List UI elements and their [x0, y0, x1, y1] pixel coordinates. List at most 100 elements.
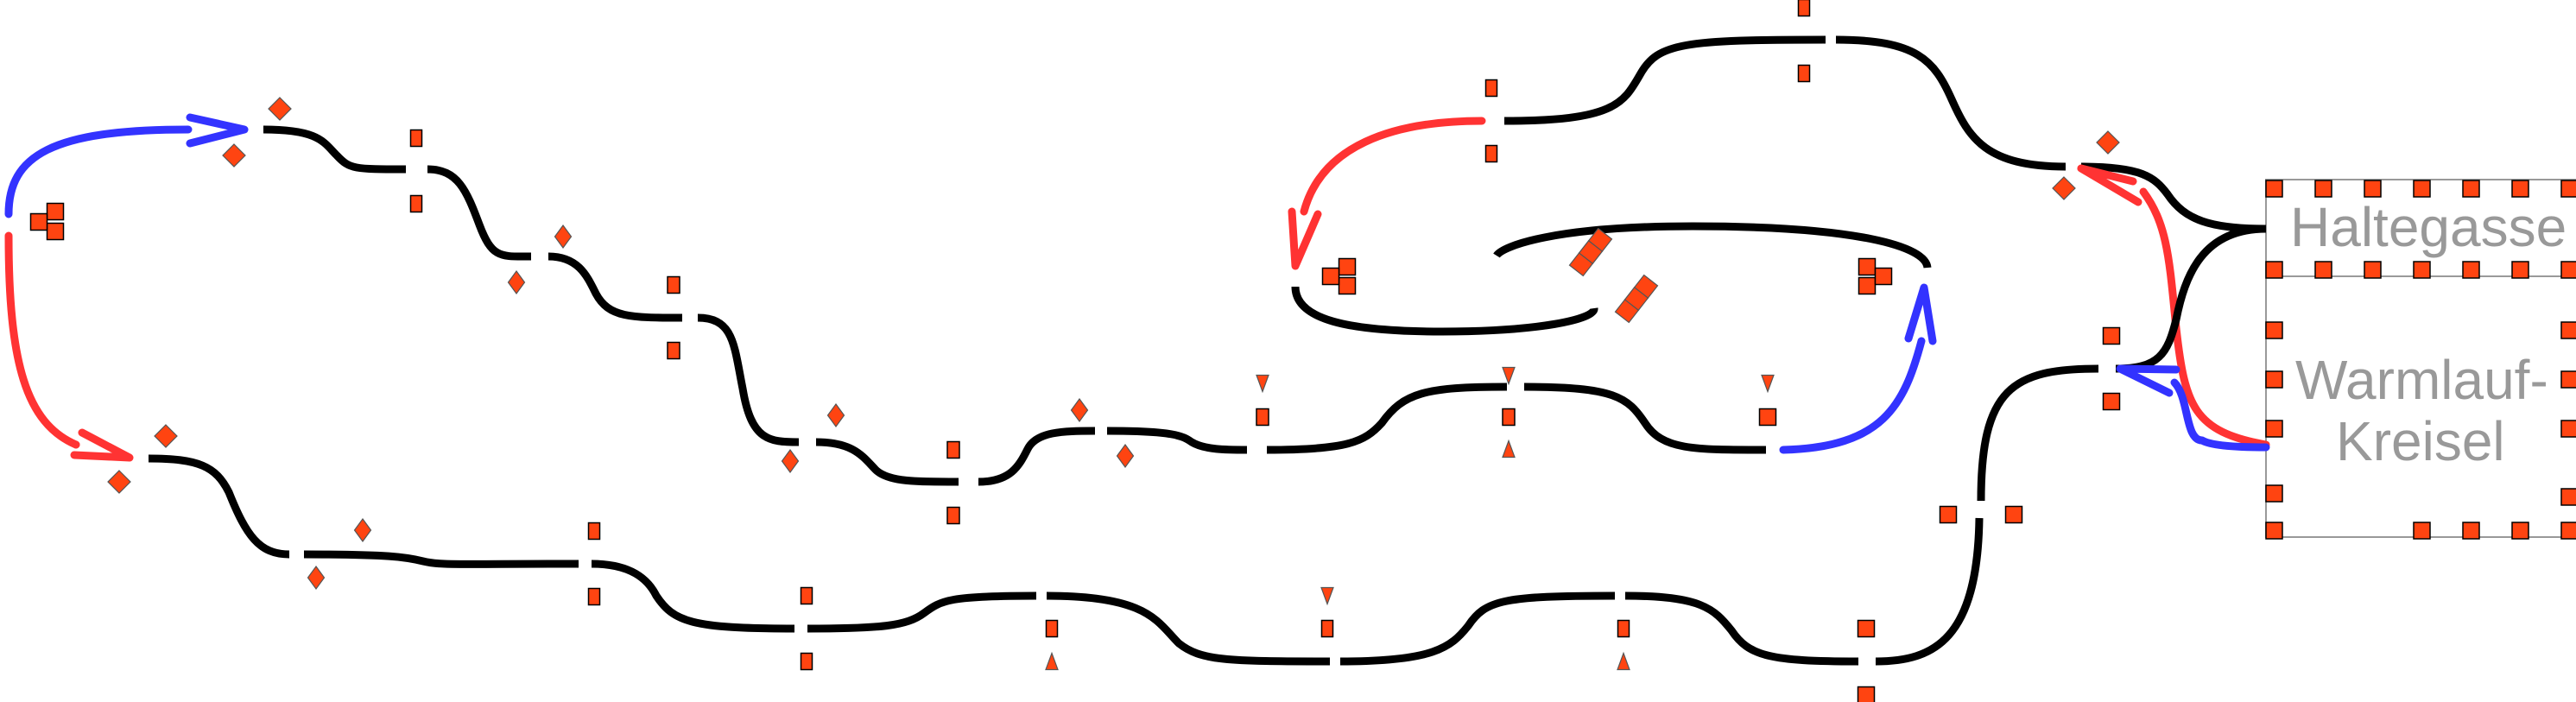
crossing-signal-block-icon[interactable]	[1568, 227, 1613, 277]
track-segment[interactable]	[1624, 591, 1859, 666]
block-signal-icon[interactable]	[946, 506, 960, 525]
block-signal-icon[interactable]	[1338, 257, 1357, 276]
station-signal-icon[interactable]	[2560, 522, 2576, 540]
station-signal-icon[interactable]	[2265, 321, 2283, 339]
track-segment-top-arc-1[interactable]	[1503, 35, 1826, 125]
route-arrow-blue-middle[interactable]	[1779, 337, 1926, 454]
switch-marker-icon[interactable]	[268, 97, 292, 121]
block-signal-icon[interactable]	[1617, 619, 1630, 638]
triangle-down-icon[interactable]	[1256, 374, 1269, 394]
track-segment-inner-loop-bottom[interactable]	[1291, 286, 1598, 336]
block-signal-icon[interactable]	[409, 129, 423, 148]
switch-marker-icon[interactable]	[2096, 130, 2120, 155]
switch-marker-icon[interactable]	[826, 402, 845, 428]
track-segment[interactable]	[1339, 591, 1616, 666]
block-signal-icon[interactable]	[1320, 619, 1334, 638]
block-signal-icon[interactable]	[1758, 408, 1777, 427]
station-signal-icon[interactable]	[2462, 522, 2480, 540]
track-segment[interactable]	[978, 427, 1096, 486]
switch-marker-icon[interactable]	[222, 143, 246, 168]
block-signal-icon[interactable]	[1338, 276, 1357, 295]
track-segment[interactable]	[427, 165, 532, 261]
station-signal-icon[interactable]	[2413, 180, 2431, 198]
switch-marker-icon[interactable]	[2052, 176, 2076, 200]
switch-marker-icon[interactable]	[554, 224, 573, 250]
block-signal-icon[interactable]	[667, 275, 680, 294]
block-signal-icon[interactable]	[1256, 408, 1269, 427]
station-signal-icon[interactable]	[2560, 420, 2576, 438]
station-signal-icon[interactable]	[2560, 488, 2576, 506]
triangle-up-icon[interactable]	[1502, 439, 1516, 459]
station-signal-icon[interactable]	[2314, 261, 2332, 279]
block-signal-icon[interactable]	[2102, 392, 2121, 411]
block-signal-icon[interactable]	[667, 341, 680, 360]
station-signal-icon[interactable]	[2265, 420, 2283, 438]
block-signal-icon[interactable]	[946, 440, 960, 459]
track-segment-top-arc-2[interactable]	[1835, 35, 2066, 171]
block-signal-icon[interactable]	[1939, 505, 1958, 524]
block-signal-icon[interactable]	[1797, 0, 1811, 17]
block-signal-icon[interactable]	[1858, 276, 1877, 295]
station-signal-icon[interactable]	[2511, 180, 2529, 198]
station-signal-icon[interactable]	[2314, 180, 2332, 198]
block-signal-icon[interactable]	[587, 522, 601, 541]
station-signal-icon[interactable]	[2265, 370, 2283, 389]
block-signal-icon[interactable]	[29, 212, 48, 231]
triangle-up-icon[interactable]	[1617, 651, 1630, 671]
block-signal-icon[interactable]	[409, 194, 423, 213]
block-signal-icon[interactable]	[2102, 326, 2121, 345]
block-signal-icon[interactable]	[1502, 408, 1516, 427]
switch-marker-icon[interactable]	[107, 470, 131, 494]
block-signal-icon[interactable]	[1484, 144, 1498, 163]
block-signal-icon[interactable]	[800, 586, 813, 605]
track-segment[interactable]	[547, 252, 683, 322]
crossing-signal-block-icon[interactable]	[1614, 274, 1659, 324]
track-segment-warmlauf-entry[interactable]	[2115, 225, 2267, 373]
switch-marker-icon[interactable]	[353, 517, 372, 543]
route-arrow-blue-right[interactable]	[2170, 378, 2270, 452]
track-segment[interactable]	[1106, 427, 1248, 454]
track-segment[interactable]	[303, 550, 579, 568]
block-signal-icon[interactable]	[800, 652, 813, 671]
station-signal-icon[interactable]	[2462, 261, 2480, 279]
station-signal-icon[interactable]	[2462, 180, 2480, 198]
block-signal-icon[interactable]	[46, 202, 65, 221]
block-signal-icon[interactable]	[1874, 267, 1893, 286]
track-segment[interactable]	[263, 125, 407, 174]
switch-marker-icon[interactable]	[154, 424, 178, 448]
track-segment-warmlauf-approach[interactable]	[1977, 364, 2099, 502]
triangle-down-icon[interactable]	[1502, 366, 1516, 386]
track-segment[interactable]	[1266, 383, 1508, 454]
station-signal-icon[interactable]	[2265, 261, 2283, 279]
station-signal-icon[interactable]	[2265, 522, 2283, 540]
block-signal-icon[interactable]	[1797, 64, 1811, 83]
station-signal-icon[interactable]	[2364, 180, 2382, 198]
track-segment-haltegasse-approach[interactable]	[2080, 162, 2267, 233]
block-signal-icon[interactable]	[1045, 619, 1059, 638]
switch-marker-icon[interactable]	[507, 269, 526, 295]
switch-marker-icon[interactable]	[307, 565, 326, 591]
station-signal-icon[interactable]	[2511, 261, 2529, 279]
triangle-up-icon[interactable]	[1045, 651, 1059, 671]
block-signal-icon[interactable]	[46, 222, 65, 241]
station-signal-icon[interactable]	[2560, 321, 2576, 339]
station-signal-icon[interactable]	[2413, 522, 2431, 540]
switch-marker-icon[interactable]	[781, 448, 800, 474]
switch-marker-icon[interactable]	[1116, 443, 1135, 469]
track-segment[interactable]	[807, 591, 1037, 633]
track-segment[interactable]	[815, 438, 959, 486]
track-segment[interactable]	[1523, 383, 1767, 454]
block-signal-icon[interactable]	[1857, 619, 1876, 638]
block-signal-icon[interactable]	[1321, 267, 1340, 286]
track-segment[interactable]	[1875, 517, 1984, 666]
station-warmlauf-kreisel[interactable]: Warmlauf- Kreisel	[2265, 275, 2576, 538]
station-signal-icon[interactable]	[2560, 180, 2576, 198]
block-signal-icon[interactable]	[1858, 257, 1877, 276]
block-signal-icon[interactable]	[1484, 79, 1498, 98]
route-arrow-blue-left[interactable]	[4, 125, 193, 218]
track-segment[interactable]	[148, 454, 290, 559]
station-signal-icon[interactable]	[2364, 261, 2382, 279]
block-signal-icon[interactable]	[587, 587, 601, 606]
station-signal-icon[interactable]	[2265, 180, 2283, 198]
station-signal-icon[interactable]	[2265, 484, 2283, 503]
